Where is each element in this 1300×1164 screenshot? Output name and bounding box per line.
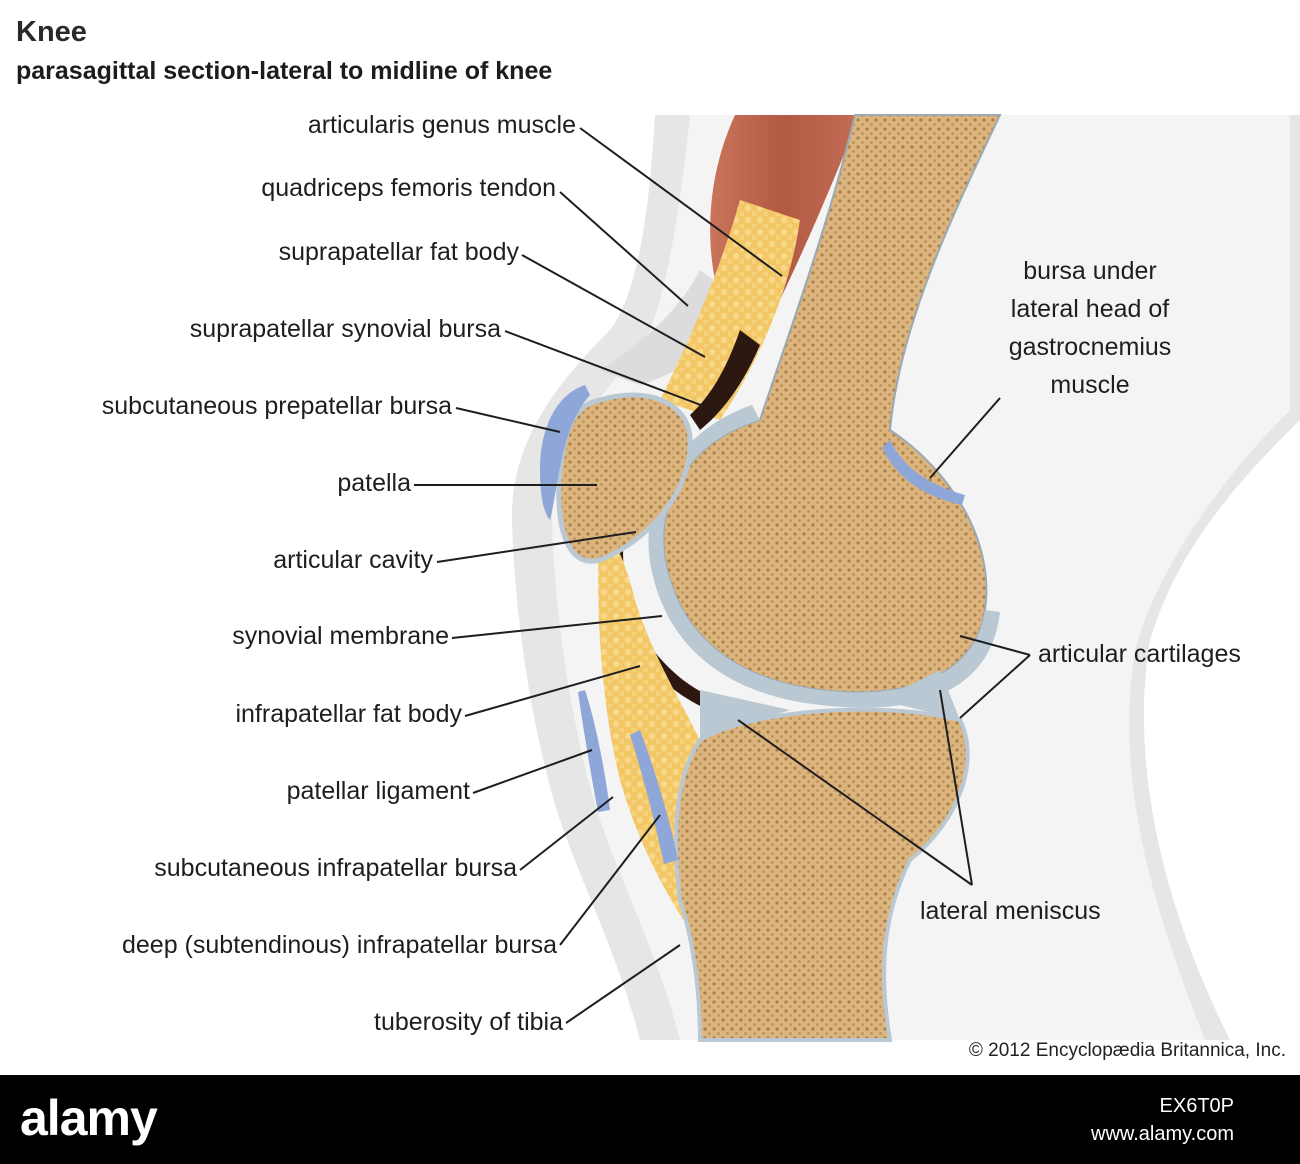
femoral-cartilage xyxy=(648,405,1000,708)
label-quadriceps-tendon: quadriceps femoris tendon xyxy=(261,174,556,202)
site-url: www.alamy.com xyxy=(1091,1123,1234,1145)
leader-lines xyxy=(414,127,1031,1024)
tibia xyxy=(674,707,970,1042)
label-synovial-membrane: synovial membrane xyxy=(232,622,449,650)
knee-illustration xyxy=(414,114,1300,1042)
diagram-title: Knee xyxy=(16,16,87,48)
suprapatellar-bursa-shape xyxy=(690,330,760,430)
gastrocnemius-bursa-shape xyxy=(882,440,965,505)
label-infrapatellar-fat: infrapatellar fat body xyxy=(235,700,462,728)
label-subcutaneous-infrapatellar: subcutaneous infrapatellar bursa xyxy=(154,854,517,882)
copyright-notice: © 2012 Encyclopædia Britannica, Inc. xyxy=(968,1040,1286,1061)
knee-diagram: Knee parasagittal section-lateral to mid… xyxy=(16,16,1300,1061)
stock-banner: alamy EX6T0P www.alamy.com xyxy=(0,1075,1300,1164)
prepatellar-bursa-shape xyxy=(540,385,590,520)
label-articularis-genus: articularis genus muscle xyxy=(307,111,576,139)
brand-logo: alamy xyxy=(20,1090,158,1146)
deep-infrapatellar-bursa-shape xyxy=(630,730,678,864)
label-suprapatellar-fat: suprapatellar fat body xyxy=(278,238,519,266)
subcutaneous-infrapatellar-bursa-shape xyxy=(578,690,610,812)
label-patella: patella xyxy=(337,469,411,497)
image-id: EX6T0P xyxy=(1159,1095,1234,1117)
label-patellar-ligament: patellar ligament xyxy=(286,777,470,805)
meniscus-posterior xyxy=(880,670,960,720)
femur xyxy=(662,114,1002,694)
label-gastrocnemius-bursa-line3: gastrocnemius xyxy=(1008,333,1172,361)
label-articular-cartilages: articular cartilages xyxy=(1038,640,1241,668)
label-tibial-tuberosity: tuberosity of tibia xyxy=(374,1008,563,1036)
label-deep-infrapatellar: deep (subtendinous) infrapatellar bursa xyxy=(122,931,557,959)
label-articular-cavity: articular cavity xyxy=(273,546,433,574)
diagram-subtitle: parasagittal section-lateral to midline … xyxy=(16,57,553,85)
label-suprapatellar-bursa: suprapatellar synovial bursa xyxy=(189,315,501,343)
label-prepatellar-bursa: subcutaneous prepatellar bursa xyxy=(101,392,452,420)
label-lateral-meniscus: lateral meniscus xyxy=(920,897,1101,925)
label-gastrocnemius-bursa-line1: bursa under xyxy=(1023,257,1157,285)
label-gastrocnemius-bursa-line4: muscle xyxy=(1050,371,1130,399)
quadriceps-tendon xyxy=(600,270,740,385)
label-gastrocnemius-bursa-line2: lateral head of xyxy=(1010,295,1170,323)
suprapatellar-fat xyxy=(660,200,800,420)
